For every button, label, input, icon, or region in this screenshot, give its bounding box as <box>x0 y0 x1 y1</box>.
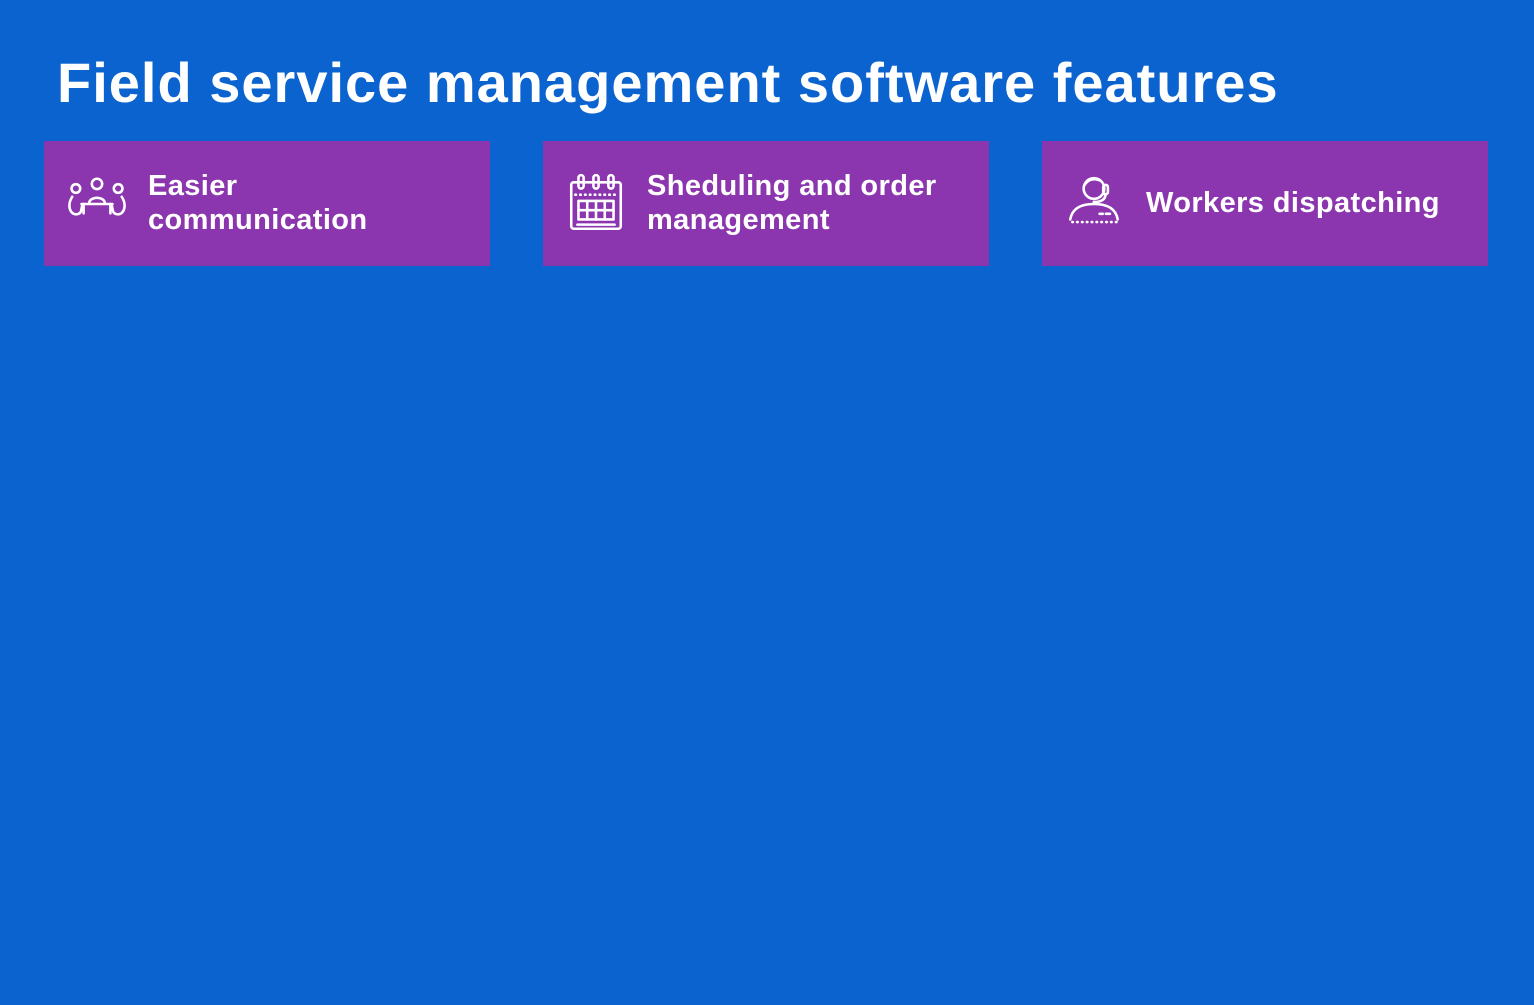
dispatcher-headset-icon <box>1060 169 1130 239</box>
calendar-icon <box>561 169 631 239</box>
features-grid: Easier communication Sheduling and order… <box>44 141 1534 266</box>
page-title: Field service management software featur… <box>57 51 1279 114</box>
feature-label: Sheduling and order management <box>647 169 937 236</box>
feature-label: Workers dispatching <box>1146 186 1440 219</box>
meeting-icon <box>62 169 132 239</box>
feature-card-scheduling: Sheduling and order management <box>543 141 989 266</box>
feature-card-easier-communication: Easier communication <box>44 141 490 266</box>
feature-card-workers-dispatching: Workers dispatching <box>1042 141 1488 266</box>
feature-label: Easier communication <box>148 169 368 236</box>
